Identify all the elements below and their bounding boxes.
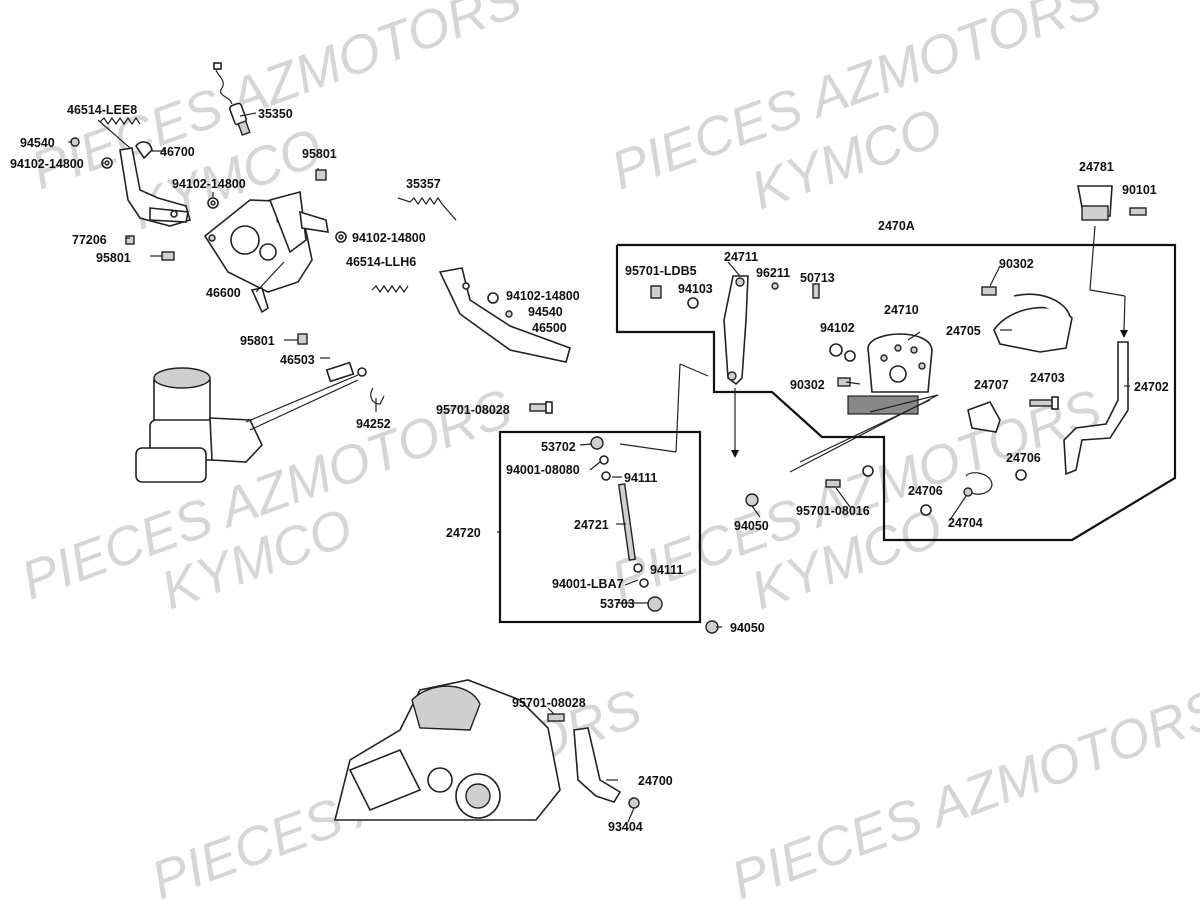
label-46500: 46500 [532,321,567,335]
spring-35357-drawing [397,196,457,221]
label-46600: 46600 [206,286,241,300]
label-95701-08016: 95701-08016 [796,504,870,518]
label-94103: 94103 [678,282,713,296]
bolt-95701-08028-a-drawing [529,401,553,414]
label-94540: 94540 [528,305,563,319]
label-24721: 24721 [574,518,609,532]
label-35357: 35357 [406,177,441,191]
shift-lever-24702-drawing [1063,341,1129,476]
assembly-box-24720 [498,430,702,624]
label-24702: 24702 [1134,380,1169,394]
bracket-24707-drawing [967,401,1001,433]
label-95701-08028: 95701-08028 [436,403,510,417]
guide-24705-drawing [993,293,1073,353]
label-24700: 24700 [638,774,673,788]
clip-94252-drawing [370,387,385,405]
label-35350: 35350 [258,107,293,121]
leader-lines [68,112,1130,823]
label-24706: 24706 [1006,451,1041,465]
label-94102-14800: 94102-14800 [172,177,246,191]
label-96211: 96211 [756,266,790,280]
label-53703: 53703 [600,597,635,611]
label-46514-lee8: 46514-LEE8 [67,103,137,117]
label-94102-14800: 94102-14800 [352,231,426,245]
bolt-95701-08016-drawing [825,465,874,488]
label-95701-08028: 95701-08028 [512,696,586,710]
label-24781: 24781 [1079,160,1114,174]
label-94102-14800: 94102-14800 [506,289,580,303]
label-24706: 24706 [908,484,943,498]
label-24703: 24703 [1030,371,1065,385]
label-77206: 77206 [72,233,107,247]
mount-plate-46600-drawing [203,190,329,314]
spring-46514-lee8-drawing [97,116,141,149]
label-94050: 94050 [730,621,765,635]
pin-24703-drawing [1029,396,1059,410]
label-94102-14800: 94102-14800 [10,157,84,171]
label-94540: 94540 [20,136,55,150]
label-94252: 94252 [356,417,391,431]
spring-24704-drawing [963,472,993,497]
master-cylinder-drawing [135,361,367,483]
hardware-top-right [650,282,997,387]
label-94111: 94111 [624,471,657,485]
brake-pedal-46700-drawing [119,141,191,227]
label-24704: 24704 [948,516,983,530]
switch-35350-drawing [213,62,251,136]
spring-46514-llh6-drawing [371,284,409,294]
label-94050: 94050 [734,519,769,533]
label-46514-llh6: 46514-LLH6 [346,255,416,269]
label-50713: 50713 [800,271,835,285]
part-labels: 46514-LEE8 35350 94540 46700 94102-14800… [10,103,1169,834]
small-hardware-left [70,137,347,345]
label-90302: 90302 [999,257,1034,271]
label-24707: 24707 [974,378,1009,392]
label-95801: 95801 [302,147,337,161]
link-24711-drawing [723,275,749,458]
watermark-text: PIECES AZMOTORS [724,678,1200,900]
label-53702: 53702 [541,440,576,454]
label-24720: 24720 [446,526,481,540]
knob-24781-drawing [1077,185,1147,338]
label-90101: 90101 [1122,183,1157,197]
pedal-arm-46500-drawing [438,267,571,363]
rod-24720-drawing [590,363,709,612]
label-94001-08080: 94001-08080 [506,463,580,477]
transmission-housing-drawing [333,679,640,821]
label-94102: 94102 [820,321,855,335]
label-46700: 46700 [160,145,195,159]
label-94001-lba7: 94001-LBA7 [552,577,624,591]
label-90302: 90302 [790,378,825,392]
label-24705: 24705 [946,324,981,338]
label-24711: 24711 [724,250,758,264]
label-94111: 94111 [650,563,683,577]
label-95801: 95801 [96,251,131,265]
label-95701-ldb5: 95701-LDB5 [625,264,697,278]
nut-94050-a-drawing [745,493,759,507]
label-2470a: 2470A [878,219,915,233]
plate-24710-drawing [789,333,939,473]
label-95801: 95801 [240,334,275,348]
label-24710: 24710 [884,303,919,317]
label-46503: 46503 [280,353,315,367]
bushing-24706-drawing [920,469,1027,516]
label-93404: 93404 [608,820,643,834]
